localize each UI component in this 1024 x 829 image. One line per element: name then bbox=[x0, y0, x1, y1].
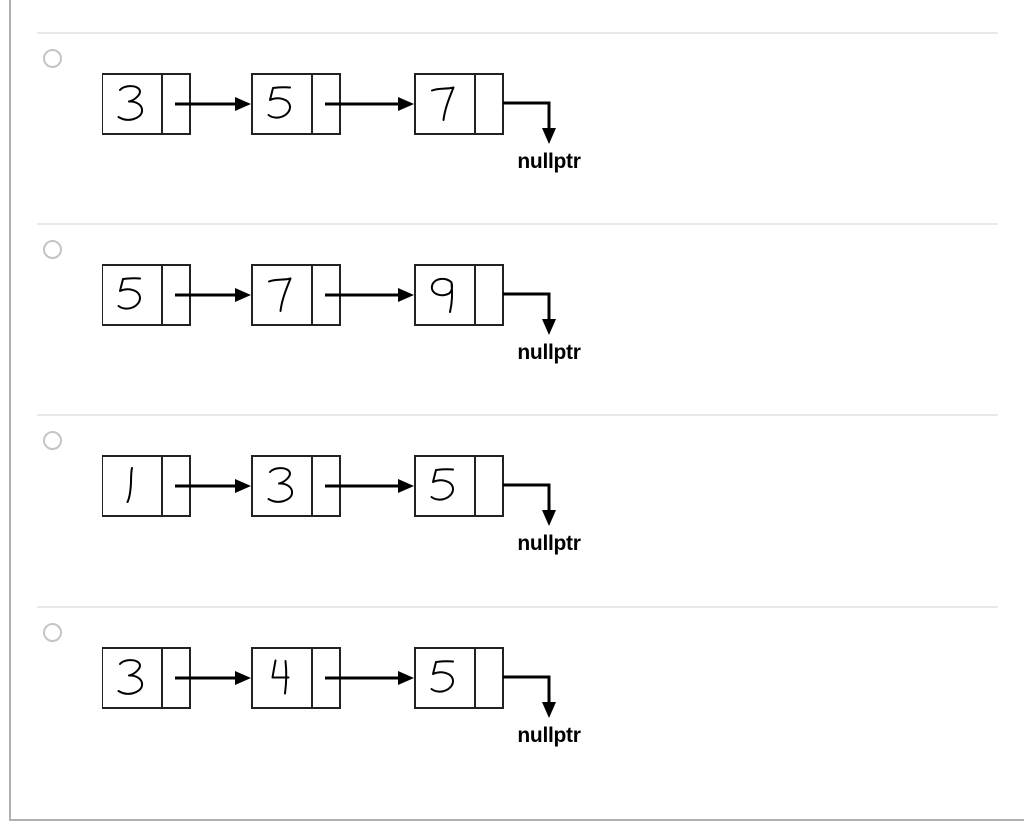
arrowhead-down-icon bbox=[542, 702, 556, 718]
radio-button[interactable] bbox=[43, 431, 62, 450]
node-value-digit bbox=[430, 277, 454, 313]
option-divider bbox=[37, 414, 998, 416]
nullptr-label: nullptr bbox=[517, 532, 580, 555]
arrowhead-right-icon bbox=[398, 97, 414, 111]
node-box bbox=[414, 73, 504, 135]
node-value-digit bbox=[267, 86, 291, 119]
node-value-digit bbox=[267, 467, 294, 503]
radio-button[interactable] bbox=[43, 240, 62, 259]
arrowhead-down-icon bbox=[542, 319, 556, 335]
arrowhead-right-icon bbox=[398, 479, 414, 493]
nullptr-label: nullptr bbox=[517, 341, 580, 364]
node-value-digit bbox=[126, 467, 133, 503]
node-value-digit bbox=[431, 86, 455, 121]
linked-list-diagram: nullptr bbox=[102, 647, 581, 747]
nullptr-label: nullptr bbox=[517, 150, 580, 173]
node-value-digit bbox=[271, 659, 290, 695]
node-box bbox=[414, 264, 504, 326]
arrowhead-right-icon bbox=[398, 288, 414, 302]
null-pointer-elbow bbox=[503, 101, 551, 129]
node-value-digit bbox=[430, 660, 454, 693]
nullptr-label: nullptr bbox=[517, 724, 580, 747]
node-box bbox=[414, 455, 504, 517]
radio-button[interactable] bbox=[43, 623, 62, 642]
node-value-digit bbox=[268, 277, 292, 312]
node-value-digit bbox=[117, 659, 144, 695]
arrowhead-down-icon bbox=[542, 510, 556, 526]
node-value-digit bbox=[117, 277, 141, 310]
panel-left-border bbox=[9, 0, 11, 821]
node-box bbox=[414, 647, 504, 709]
node-value-digit bbox=[430, 468, 454, 501]
node-value-digit bbox=[117, 85, 144, 121]
answer-option-4: nullptr bbox=[0, 606, 1024, 820]
linked-list-diagram: nullptr bbox=[102, 73, 581, 173]
answer-option-3: nullptr bbox=[0, 414, 1024, 606]
null-pointer-elbow bbox=[503, 483, 551, 511]
answer-option-1: nullptr bbox=[0, 32, 1024, 223]
linked-list-diagram: nullptr bbox=[102, 455, 581, 555]
arrowhead-down-icon bbox=[542, 128, 556, 144]
linked-list-diagram: nullptr bbox=[102, 264, 581, 364]
null-pointer-elbow bbox=[503, 675, 551, 703]
arrowhead-right-icon bbox=[398, 671, 414, 685]
answer-option-2: nullptr bbox=[0, 223, 1024, 414]
null-pointer-elbow bbox=[503, 292, 551, 320]
option-divider bbox=[37, 606, 998, 608]
panel-bottom-border bbox=[9, 819, 1024, 821]
arrowhead-right-icon bbox=[235, 288, 251, 302]
option-divider bbox=[37, 32, 998, 34]
arrowhead-right-icon bbox=[235, 97, 251, 111]
option-divider bbox=[37, 223, 998, 225]
arrowhead-right-icon bbox=[235, 671, 251, 685]
radio-button[interactable] bbox=[43, 49, 62, 68]
arrowhead-right-icon bbox=[235, 479, 251, 493]
